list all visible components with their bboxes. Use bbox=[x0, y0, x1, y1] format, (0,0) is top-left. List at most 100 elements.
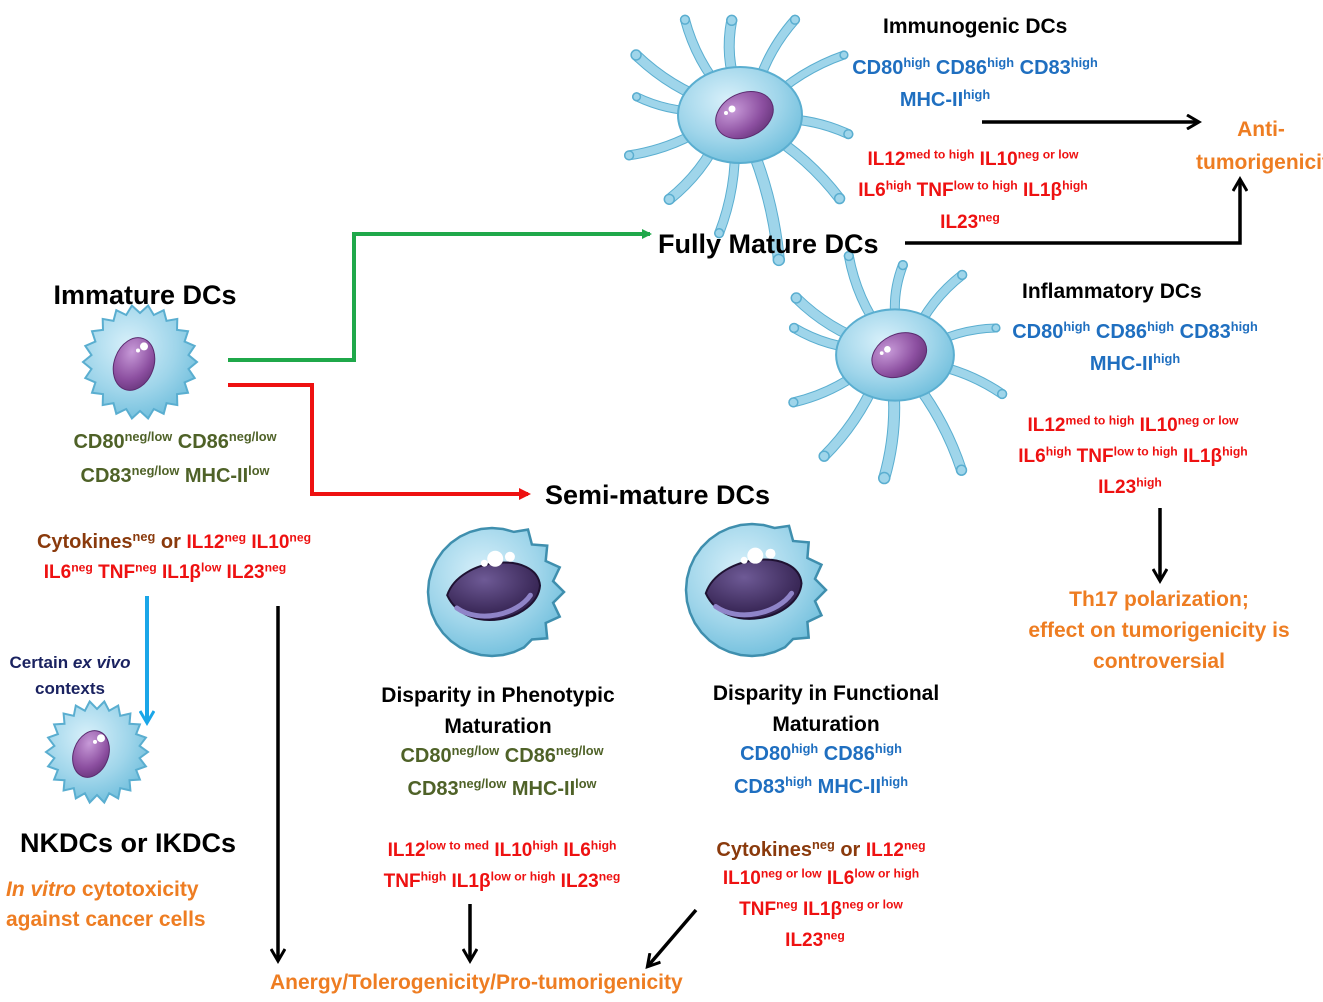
phenotypic-cytokines-line1: IL12low to med IL10high IL6high bbox=[350, 838, 654, 861]
immunogenic-cytokines-line1: IL12med to high IL10neg or low bbox=[820, 147, 1126, 170]
marker-level: low or high bbox=[490, 869, 556, 884]
anti-tumorigenicity-label: Anti-tumorigenicity bbox=[1196, 118, 1323, 174]
immature-cytokines-line1: Cytokinesneg or IL12neg IL10neg bbox=[0, 530, 348, 553]
marker-level: neg bbox=[224, 530, 247, 545]
marker-level: high bbox=[1070, 54, 1098, 70]
inflammatory-markers-line1: CD80high CD86high CD83high bbox=[980, 318, 1290, 343]
marker-term: CD83high bbox=[1174, 318, 1258, 343]
marker-level: high bbox=[1153, 350, 1181, 366]
fully-mature-dcs-title: Fully Mature DCs bbox=[658, 229, 879, 259]
nkdc-cell-icon bbox=[44, 699, 150, 805]
marker-level: neg bbox=[135, 560, 157, 575]
marker-term: CD80neg/low bbox=[400, 742, 500, 767]
marker-term: IL6neg bbox=[43, 560, 93, 583]
marker-level: high bbox=[885, 178, 912, 193]
phenotypic-cytokines-line2: TNFhigh IL1βlow or high IL23neg bbox=[350, 869, 654, 892]
marker-term: IL6high bbox=[558, 838, 617, 861]
marker-term: IL23neg bbox=[221, 560, 287, 583]
inflammatory-dcs-title: Inflammatory DCs bbox=[1022, 280, 1202, 303]
immunogenic-markers-line2: MHC-IIhigh bbox=[820, 86, 1070, 111]
marker-level: neg or low bbox=[1017, 147, 1079, 162]
marker-term: CD86high bbox=[818, 740, 902, 765]
nkdcs-description: In vitro cytotoxicity against cancer cel… bbox=[6, 878, 206, 931]
marker-level: high bbox=[1147, 318, 1175, 334]
marker-term: IL1βneg or low bbox=[797, 897, 903, 920]
marker-term: CD83high bbox=[733, 773, 813, 798]
marker-term: IL1βlow bbox=[156, 560, 222, 583]
marker-level: low or high bbox=[854, 866, 920, 881]
marker-term: IL23high bbox=[1098, 475, 1162, 498]
immature-dc-cell-icon bbox=[81, 304, 199, 420]
phenotypic-markers-line2: CD83neg/low MHC-IIlow bbox=[350, 775, 654, 800]
marker-level: neg bbox=[776, 897, 798, 912]
marker-term: MHC-IIhigh bbox=[1089, 350, 1181, 375]
anergy-label: Anergy/Tolerogenicity/Pro-tumorigenicity bbox=[270, 971, 683, 994]
marker-level: high bbox=[987, 54, 1015, 70]
functional-cytokines-line1: Cytokinesneg or IL12neg bbox=[676, 836, 966, 861]
marker-level: high bbox=[1230, 318, 1258, 334]
marker-level: high bbox=[420, 869, 447, 884]
inflammatory-markers-line2: MHC-IIhigh bbox=[1050, 350, 1220, 375]
functional-cytokines-line3: TNFneg IL1βneg or low bbox=[676, 897, 966, 920]
nkdcs-title: NKDCs or IKDCs bbox=[20, 828, 237, 858]
marker-level: high bbox=[1062, 178, 1088, 193]
marker-term: TNFneg bbox=[92, 560, 157, 583]
marker-level: low to high bbox=[1113, 444, 1178, 459]
marker-term: IL12low to med bbox=[387, 838, 490, 861]
marker-level: neg or low bbox=[842, 897, 903, 912]
marker-level: med to high bbox=[1065, 413, 1135, 428]
marker-term: IL6low or high bbox=[821, 866, 920, 889]
marker-term: IL23neg bbox=[940, 210, 1000, 233]
marker-term: TNFhigh bbox=[383, 869, 447, 892]
marker-level: neg/low bbox=[451, 742, 500, 758]
marker-term: IL1βhigh bbox=[1017, 178, 1088, 201]
marker-term: MHC-IIhigh bbox=[899, 86, 991, 111]
marker-term: IL12med to high bbox=[867, 147, 975, 170]
marker-level: high bbox=[1222, 444, 1248, 459]
marker-level: neg bbox=[264, 560, 287, 575]
immature-markers-line1: CD80neg/low CD86neg/low bbox=[20, 428, 330, 452]
marker-term: CD80high bbox=[1012, 318, 1091, 343]
marker-term: IL10high bbox=[489, 838, 559, 861]
immature-cytokines-line2: IL6neg TNFneg IL1βlow IL23neg bbox=[0, 560, 330, 583]
marker-term: IL6high bbox=[1018, 444, 1072, 467]
marker-level: high bbox=[590, 838, 617, 853]
functional-markers-line2: CD83high MHC-IIhigh bbox=[676, 773, 966, 798]
inflammatory-cytokines-line2: IL6high TNFlow to high IL1βhigh bbox=[980, 444, 1286, 467]
marker-level: high bbox=[791, 740, 819, 756]
marker-term: IL12med to high bbox=[1027, 413, 1135, 436]
marker-level: neg/low bbox=[555, 742, 604, 758]
marker-term: IL10neg or low bbox=[974, 147, 1079, 170]
marker-term: CD83neg/low bbox=[407, 775, 507, 800]
marker-term: or bbox=[155, 531, 187, 553]
immunogenic-dc-cell-icon bbox=[623, 14, 854, 267]
marker-term: MHC-IIhigh bbox=[812, 773, 909, 798]
marker-term: IL10neg bbox=[246, 530, 312, 553]
functional-cytokines-line2: IL10neg or low IL6low or high bbox=[676, 866, 966, 889]
marker-level: low bbox=[575, 775, 597, 791]
marker-term: IL12neg bbox=[186, 530, 247, 553]
marker-term: CD80high bbox=[852, 54, 931, 79]
inflammatory-cytokines-line1: IL12med to high IL10neg or low bbox=[980, 413, 1286, 436]
marker-term: CD83neg/low bbox=[80, 462, 180, 487]
marker-term: or bbox=[834, 839, 866, 861]
marker-level: low to med bbox=[425, 838, 490, 853]
arrow-fully-mature-to-anti bbox=[905, 180, 1240, 245]
marker-level: neg bbox=[812, 836, 835, 852]
marker-level: high bbox=[874, 740, 902, 756]
marker-level: neg/low bbox=[124, 428, 173, 444]
marker-term: IL10neg or low bbox=[722, 866, 822, 889]
marker-term: Cytokinesneg bbox=[716, 836, 835, 861]
functional-markers-line1: CD80high CD86high bbox=[676, 740, 966, 765]
marker-term: TNFneg bbox=[739, 897, 798, 920]
green-arrow-to-fully-mature bbox=[228, 229, 652, 362]
marker-level: neg/low bbox=[228, 428, 277, 444]
marker-term: IL1βlow or high bbox=[446, 869, 556, 892]
marker-level: neg bbox=[598, 869, 621, 884]
red-arrow-to-semi-mature bbox=[228, 383, 531, 500]
marker-term: CD86high bbox=[930, 54, 1015, 79]
marker-level: high bbox=[963, 86, 991, 102]
